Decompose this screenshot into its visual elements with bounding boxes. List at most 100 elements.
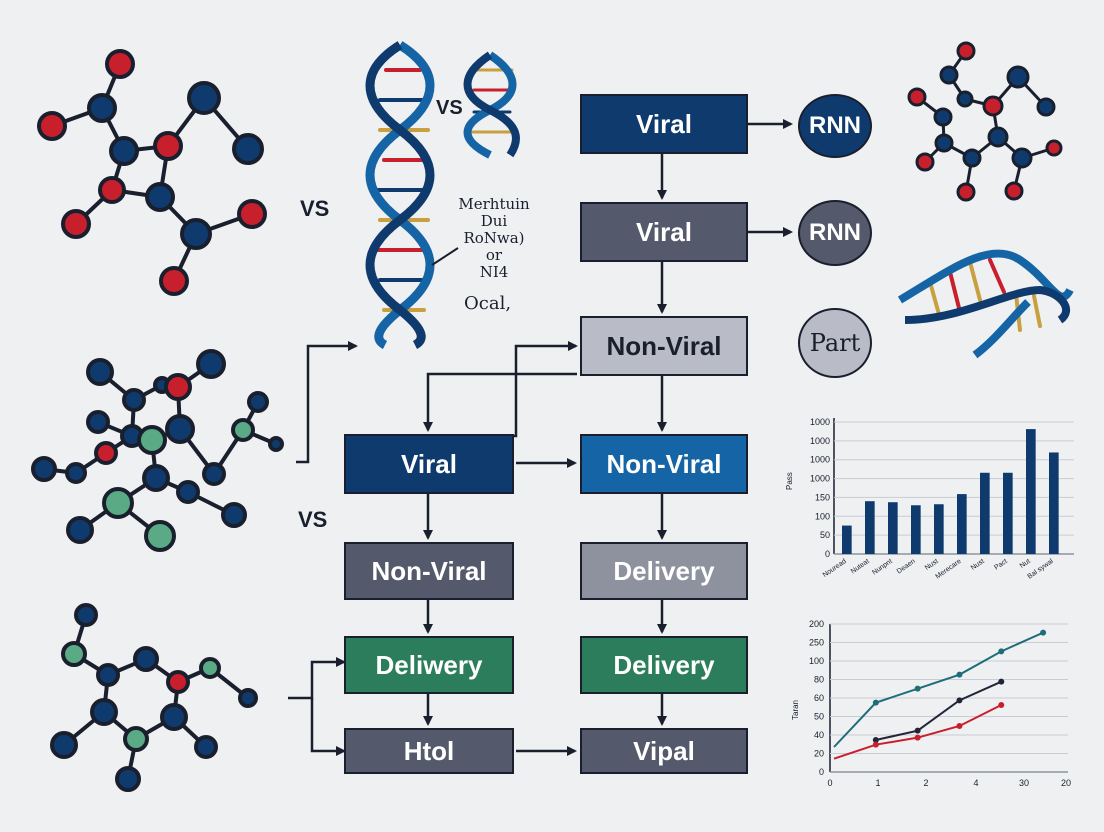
line-chart-xtick-label: 20	[1061, 778, 1071, 788]
line-chart-ytick-label: 60	[814, 693, 824, 703]
line-chart-ytick-label: 200	[809, 619, 824, 629]
dna-note-line: RoNwa)	[463, 229, 525, 247]
bar-chart-category-label: Nunpnt	[871, 558, 894, 577]
bar-chart-bar	[1026, 429, 1036, 554]
line-chart-xtick-label: 4	[973, 778, 978, 788]
arrow-to-delivery-left	[288, 657, 346, 700]
vs-label-top: VS	[436, 97, 463, 119]
flow-box-viral-2[interactable]: Viral	[580, 202, 748, 262]
molecule-top-left	[37, 49, 267, 296]
line-chart-ytick-label: 0	[819, 767, 824, 777]
dna-note-line: NI4	[479, 263, 509, 281]
line-chart-series-line	[875, 680, 1002, 741]
dna-note-line: Merhtuin	[458, 195, 530, 213]
line-chart-y-label: Taran	[791, 700, 800, 720]
bar-chart-category-label: Bal sywal	[1027, 558, 1056, 581]
line-chart-point	[872, 741, 879, 748]
bar-chart-bar	[957, 494, 967, 554]
bar-chart-ytick-label: 100	[815, 511, 830, 521]
flow-box-viral-1[interactable]: Viral	[580, 94, 748, 154]
bar-chart-bar	[934, 504, 944, 554]
line-chart-point	[914, 685, 921, 692]
bar-chart-category-label: Merecare	[935, 558, 963, 581]
bar-chart-ytick-label: 150	[815, 492, 830, 502]
dna-note-sub: Ocal,	[464, 293, 512, 314]
dna-note: Merhtuin Dui RoNwa) or NI4	[452, 196, 536, 281]
bar-chart-bar	[842, 525, 852, 554]
flow-box-non-viral-2[interactable]: Non-Viral	[580, 434, 748, 494]
bar-chart-category-label: Nuteat	[850, 558, 871, 576]
line-chart-point	[914, 734, 921, 741]
dna-note-line: Dui	[480, 212, 508, 230]
line-chart-ytick-label: 250	[809, 638, 824, 648]
bar-chart-ytick-label: 50	[820, 530, 830, 540]
arrow-nonviral-to-left	[423, 372, 577, 432]
bar-chart-bar	[888, 502, 898, 554]
line-chart-ytick-label: 40	[814, 730, 824, 740]
bar-chart-bar	[865, 501, 875, 554]
line-chart-series-line	[833, 631, 1044, 748]
bar-chart-bar	[1003, 472, 1013, 554]
line-chart-xtick-label: 0	[827, 778, 832, 788]
line-chart-xtick-label: 1	[875, 778, 880, 788]
bar-chart-bar	[980, 472, 990, 554]
bar-chart-ytick-label: 1000	[810, 436, 830, 446]
line-chart-point	[998, 702, 1005, 708]
flow-box-viral-left[interactable]: Viral	[344, 434, 514, 494]
line-chart-ytick-label: 100	[809, 656, 824, 666]
rna-strand	[897, 249, 1074, 359]
bar-chart-ytick-label: 0	[825, 549, 830, 559]
molecule-mid-left	[31, 349, 284, 552]
bar-chart-bar	[1049, 452, 1059, 554]
vs-label-left: VS	[300, 196, 330, 221]
line-chart-point	[998, 648, 1005, 655]
bar-chart-bar	[911, 505, 921, 554]
bar-chart-category-label: Nouread	[822, 558, 848, 579]
bar-chart-category-label: Pact	[993, 558, 1009, 572]
molecule-bottom-left	[50, 603, 258, 792]
output-circle-part[interactable]: Part	[798, 308, 872, 378]
vs-label-bottom: VS	[298, 507, 328, 532]
flow-box-delivery-1[interactable]: Delivery	[580, 542, 748, 600]
line-chart-point	[956, 723, 963, 729]
output-circle-rnn-1[interactable]: RNN	[798, 94, 872, 158]
bar-chart-category-label: Nust	[970, 558, 986, 572]
flow-box-delivery-2[interactable]: Delivery	[580, 636, 748, 694]
bar-chart-ytick-label: 1000	[810, 474, 830, 484]
arrow-left-to-nonviral	[470, 341, 578, 438]
line-chart-point	[998, 678, 1005, 685]
line-chart-point	[956, 697, 963, 704]
flow-box-non-viral-left[interactable]: Non-Viral	[344, 542, 514, 600]
arrow-to-dna	[296, 341, 358, 464]
arrow-to-htol	[310, 698, 346, 756]
bar-chart-ytick-label: 1000	[810, 455, 830, 465]
molecule-top-right	[907, 41, 1063, 202]
bar-chart-ytick-label: 1000	[810, 417, 830, 427]
bar-chart-category-label: Nust	[924, 558, 940, 572]
dna-pointer-line	[431, 247, 459, 266]
line-chart-xtick-label: 30	[1019, 778, 1029, 788]
line-chart-ytick-label: 20	[814, 749, 824, 759]
flow-box-deliwery-left[interactable]: Deliwery	[344, 636, 514, 694]
line-chart-point	[956, 671, 963, 678]
line-chart-ytick-label: 80	[814, 675, 824, 685]
bar-chart-category-label: Nut	[1019, 558, 1032, 570]
dna-note-line: or	[485, 246, 503, 264]
output-circle-rnn-2[interactable]: RNN	[798, 200, 872, 266]
dna-helix-small	[463, 51, 520, 159]
bar-chart-y-label: Pass	[785, 472, 794, 490]
line-chart-xtick-label: 2	[923, 778, 928, 788]
flow-box-htol[interactable]: Htol	[344, 728, 514, 774]
flow-box-vipal[interactable]: Vipal	[580, 728, 748, 774]
line-chart-point	[914, 727, 921, 734]
line-chart-point	[872, 737, 879, 743]
line-chart-ytick-label: 50	[814, 712, 824, 722]
line-chart-point	[872, 699, 879, 706]
bar-chart-category-label: Deaen	[896, 558, 917, 576]
dna-helix-large	[365, 41, 435, 350]
flow-box-non-viral-1[interactable]: Non-Viral	[580, 316, 748, 376]
